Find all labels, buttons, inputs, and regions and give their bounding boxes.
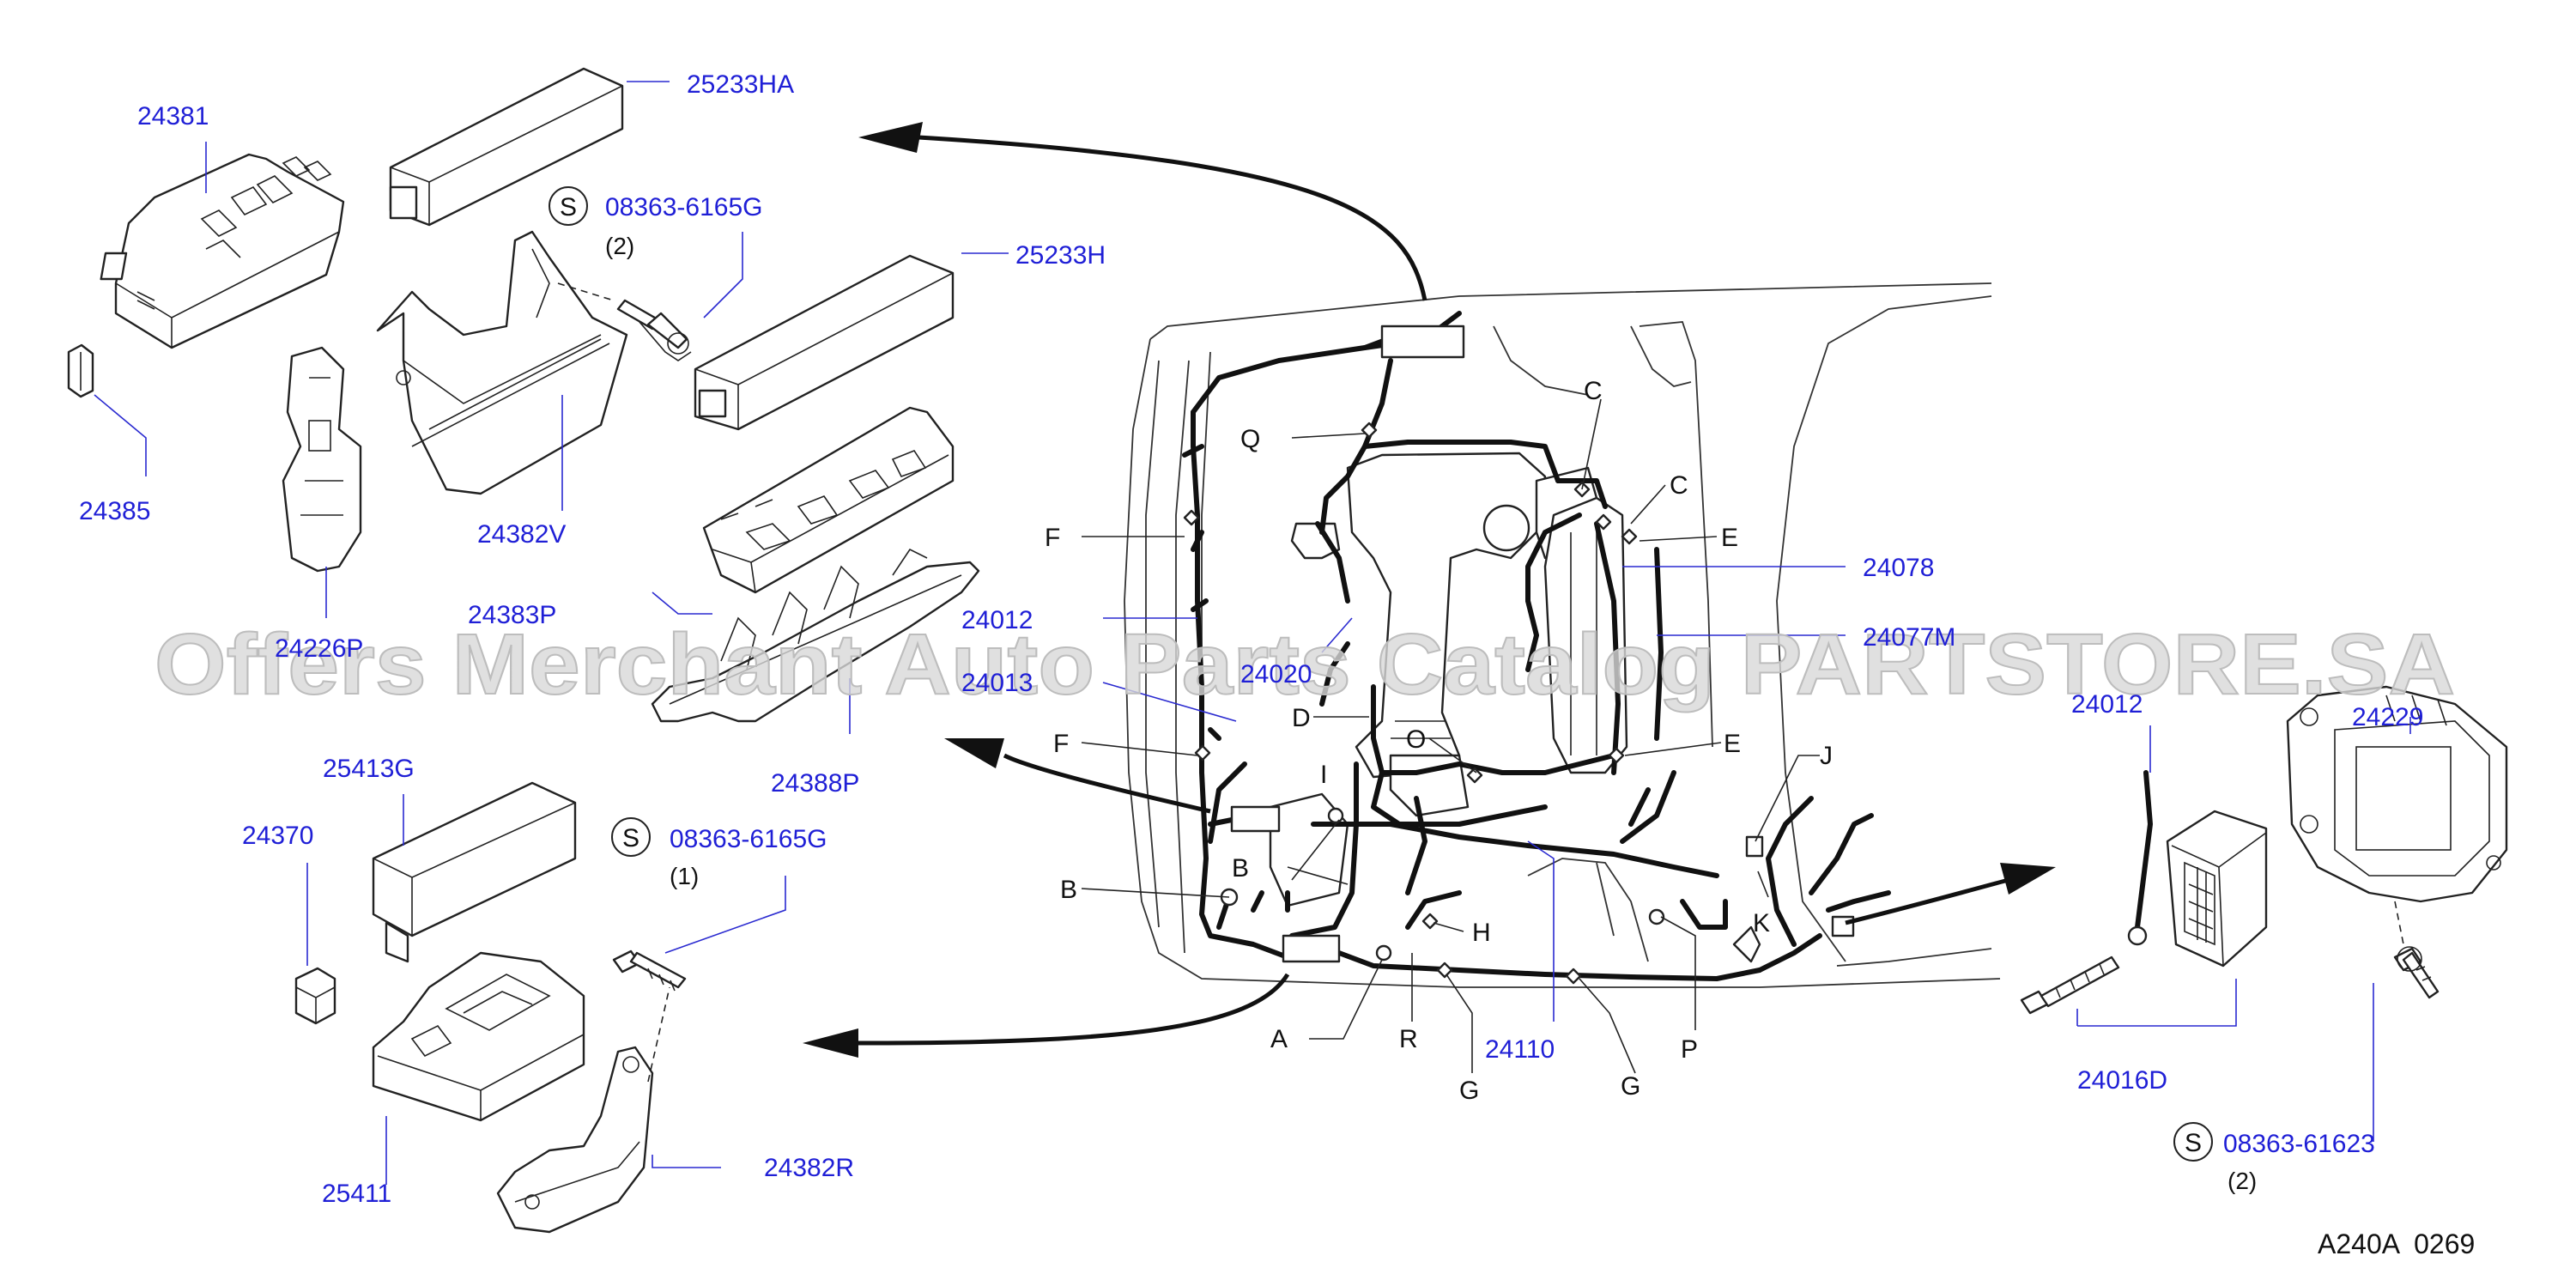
label-24077M[interactable]: 24077M [1863,623,1955,652]
screw-symbol-upper: S [549,186,588,226]
svg-text:G: G [1459,1077,1479,1105]
svg-text:R: R [1399,1025,1418,1053]
svg-text:J: J [1820,742,1833,770]
label-24370[interactable]: 24370 [242,822,313,850]
svg-text:B: B [1060,876,1077,904]
arrow-to-lower-fuse [803,973,1290,1058]
label-24012-harness[interactable]: 24012 [961,606,1033,634]
label-24020[interactable]: 24020 [1240,660,1312,689]
bracket-24382R[interactable] [496,986,670,1234]
svg-text:F: F [1053,730,1069,758]
label-24382V[interactable]: 24382V [477,520,566,549]
relay-24370[interactable] [294,967,336,1025]
label-24229[interactable]: 24229 [2352,703,2423,731]
svg-text:E: E [1724,730,1741,758]
engine-bay-outline [1124,282,2001,988]
arrow-to-ecm [1845,863,2056,925]
label-24016D[interactable]: 24016D [2077,1066,2167,1095]
label-08363-61623[interactable]: 08363-61623 [2223,1130,2375,1158]
svg-text:Q: Q [1240,425,1260,453]
connector-letter-labels: Q F F B B I D O C C E E J K H A R G G P [1045,377,1833,1105]
svg-text:B: B [1232,854,1249,883]
svg-text:O: O [1406,725,1426,754]
label-25233HA[interactable]: 25233HA [687,70,794,99]
svg-text:K: K [1753,909,1770,937]
cover-25233H[interactable] [694,254,955,431]
label-24013[interactable]: 24013 [961,669,1033,697]
svg-text:S: S [622,824,639,852]
label-08363-6165G-lower[interactable]: 08363-6165G [670,825,827,853]
svg-text:D: D [1292,704,1311,732]
bracket-24388P[interactable] [651,548,980,723]
screw-symbol-middle: S [611,817,651,857]
svg-text:G: G [1621,1072,1640,1101]
part-number-labels: 25233HA 24381 08363-6165G 25233H 24385 2… [79,70,2423,1208]
ecm-module[interactable] [2166,810,2268,968]
relay-box-24381[interactable] [100,153,345,349]
connector-markers [1183,422,1665,985]
svg-text:I: I [1320,761,1327,789]
arrow-to-upper-fuse [858,122,1427,301]
fuse-24385[interactable] [67,343,94,398]
quantity-labels: (2) (1) (2) [605,233,2257,1194]
harness-connectors [1230,325,1855,963]
svg-text:S: S [560,193,577,221]
label-24388P[interactable]: 24388P [771,769,859,798]
leader-lines [94,81,2411,1185]
bolt-upper[interactable] [557,282,692,361]
fuse-box-25411[interactable] [372,951,585,1122]
svg-text:C: C [1584,377,1603,405]
label-24078[interactable]: 24078 [1863,554,1934,582]
cover-25413G[interactable] [372,781,577,963]
label-24382R[interactable]: 24382R [764,1154,854,1182]
label-24012-ground[interactable]: 24012 [2071,690,2143,719]
bolt-08363-61623[interactable] [2393,901,2440,999]
cover-25233HA[interactable] [389,67,624,227]
fuse-block-24383P[interactable] [702,406,955,594]
bolt-lower[interactable] [612,949,687,992]
label-25411[interactable]: 25411 [322,1180,391,1208]
svg-text:(1): (1) [670,863,699,889]
svg-text:P: P [1681,1035,1698,1064]
screw-symbol-right: S [2173,1122,2213,1162]
svg-text:(2): (2) [2227,1168,2257,1194]
label-24110[interactable]: 24110 [1485,1035,1555,1064]
bracket-24382V[interactable] [376,230,628,495]
arrow-to-middle-fuse [944,738,1211,814]
svg-text:E: E [1721,524,1738,552]
reference-code: A240A 0269 [2318,1228,2475,1259]
svg-text:C: C [1670,471,1688,500]
svg-text:F: F [1045,524,1060,552]
harness-24012-main[interactable] [1182,311,1891,981]
label-24385[interactable]: 24385 [79,497,150,525]
svg-text:A: A [1270,1025,1288,1053]
svg-text:(2): (2) [605,233,634,259]
label-24226P[interactable]: 24226P [275,634,363,663]
label-24383P[interactable]: 24383P [468,601,556,629]
label-24381[interactable]: 24381 [137,102,209,130]
label-08363-6165G-upper[interactable]: 08363-6165G [605,193,763,221]
svg-text:S: S [2185,1129,2202,1157]
bracket-24226P[interactable] [282,346,362,573]
label-25413G[interactable]: 25413G [323,755,415,783]
bolt-24016D[interactable] [2020,956,2120,1015]
svg-text:H: H [1472,919,1491,947]
ground-wire-24012[interactable] [2127,770,2153,946]
label-25233H[interactable]: 25233H [1015,241,1106,270]
watermark: Offers Merchant Auto Parts Catalog PARTS… [155,616,2455,713]
ecm-bracket-24229[interactable] [2286,685,2508,903]
